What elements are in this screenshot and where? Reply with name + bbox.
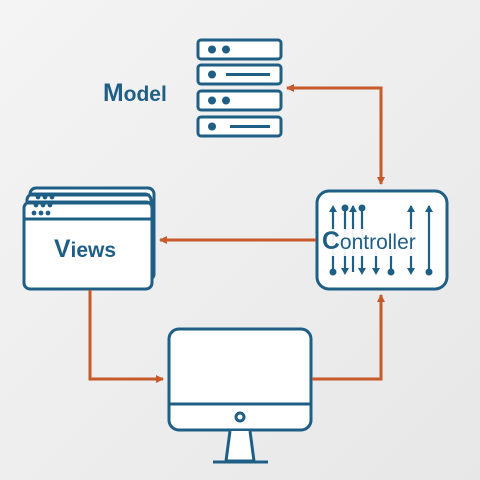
views-label: Views xyxy=(54,236,117,263)
model-controller-arrow xyxy=(286,84,385,185)
views-to-monitor-arrow xyxy=(88,290,164,383)
model-label: Model xyxy=(103,80,167,107)
controller-label: Controller xyxy=(321,228,417,256)
monitor-icon xyxy=(167,327,313,464)
server-stack-icon xyxy=(196,38,283,138)
monitor-to-controller-arrow xyxy=(312,294,385,381)
window-stack-icon xyxy=(22,186,156,291)
